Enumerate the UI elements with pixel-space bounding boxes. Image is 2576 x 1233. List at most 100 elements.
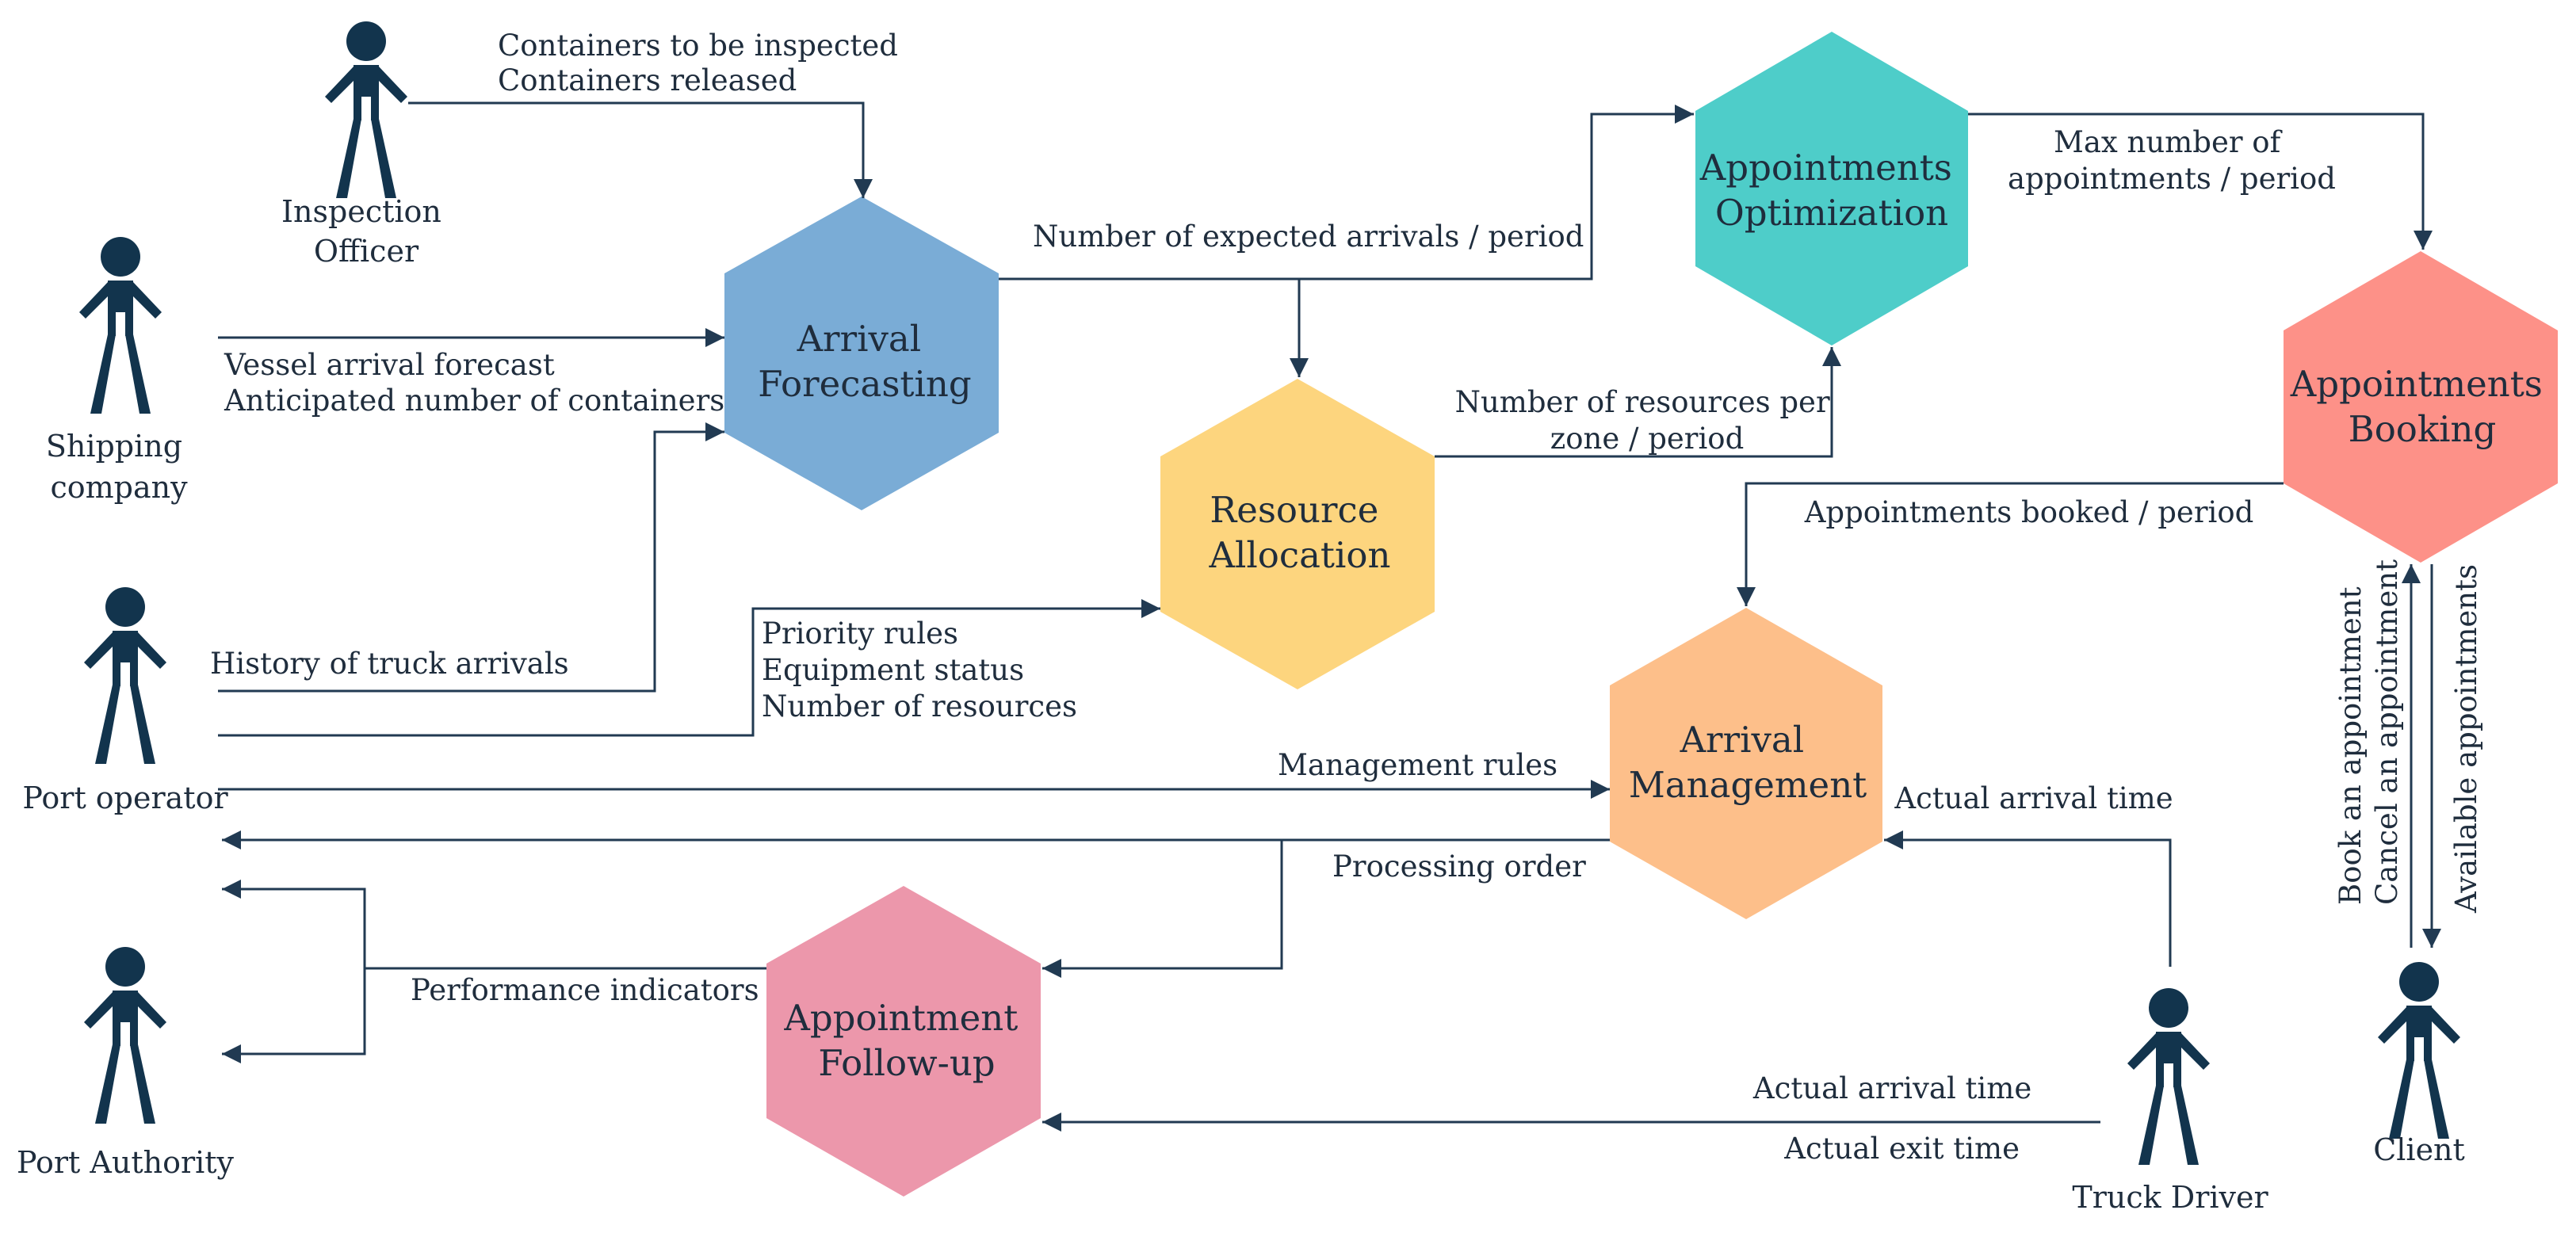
svg-text:Shipping company: Shipping company [46,429,192,505]
hexagon-appointments-optimization [1695,32,1968,345]
svg-text:History of truck arrivals: History of truck arrivals [210,647,569,681]
actor-label-inspection-officer-1: Inspection [281,194,441,229]
svg-text:Port Authority: Port Authority [17,1145,235,1180]
process-appointments-booking: Appointments Booking [2284,251,2558,563]
label-appointments-optimization-1: Appointments [1699,147,1952,189]
svg-text:Actual arrival time Actual: Actual arrival time Actual exit time [1752,1071,2041,1166]
arrow-resource-to-optimization [1435,347,1841,458]
actor-port-authority: Port Authority [17,947,235,1180]
svg-text:Actual arrival time: Actual arrival time [1894,781,2173,815]
person-icon [325,21,407,198]
flow-label-resources-per-zone-2: zone / period [1550,422,1745,456]
flow-label-processing-order: Processing order [1332,849,1586,884]
flow-label-history: History of truck arrivals [210,647,569,681]
svg-text:Number of expected arrivals /: Number of expected arrivals / period [1033,219,1584,254]
actor-shipping-company: Shipping company [46,237,192,505]
arrow-management-to-followup [1042,840,1283,978]
svg-text:Performance indicators: Performance indicators [411,973,759,1007]
arrow-booking-to-management [1737,482,2284,606]
svg-text:Book an appointment Cancel: Book an appointment Cancel an appointmen… [2333,559,2404,905]
hexagon-appointments-booking [2284,251,2558,563]
actor-port-operator: Port operator [22,587,228,815]
label-appointment-followup-2: Follow-up [818,1042,995,1084]
svg-text:Appointment Follow-up: Appointment Follow-up [783,997,1029,1084]
person-icon [79,237,162,414]
label-appointments-booking-2: Booking [2349,408,2497,450]
label-appointments-optimization-2: Optimization [1715,192,1948,234]
arrow-followup-to-authority [222,968,366,1063]
actor-label-port-authority: Port Authority [17,1145,235,1180]
person-icon [84,587,166,764]
process-appointment-followup: Appointment Follow-up [766,886,1041,1197]
process-appointments-optimization: Appointments Optimization [1695,32,1968,345]
hexagon-arrival-management [1610,608,1882,919]
actor-truck-driver: Truck Driver [2072,988,2268,1215]
svg-text:Available appointments: Available appointments [2449,564,2483,914]
flow-label-management-rules: Management rules [1278,748,1557,782]
flow-label-booking-to-client: Available appointments [2449,564,2483,914]
arrow-optimization-to-booking [1968,113,2433,250]
flow-label-expected-arrivals: Number of expected arrivals / period [1033,219,1584,254]
hexagon-arrival-forecasting [724,197,999,510]
label-appointment-followup-1: Appointment [783,997,1018,1039]
actor-client: Client [2373,962,2465,1167]
actor-label-truck-driver: Truck Driver [2072,1180,2268,1215]
label-appointments-booking-1: Appointments [2290,363,2543,405]
svg-text:Appointments Optimizatio: Appointments Optimization [1699,147,1963,234]
svg-text:Port operator: Port operator [22,781,228,815]
svg-text:Management rules: Management rules [1278,748,1557,782]
flow-label-actual-arrival-mgmt: Actual arrival time [1894,781,2173,815]
actor-label-shipping-company-2: company [50,470,188,505]
flow-label-client-to-booking-1: Book an appointment [2333,586,2368,905]
svg-text:Truck Driver: Truck Driver [2072,1180,2268,1215]
svg-text:Arrival Management: Arrival Management [1629,719,1867,806]
svg-text:Resource Allocation: Resource Allocation [1209,489,1391,576]
svg-text:Vessel arrival forecast An: Vessel arrival forecast Anticipated numb… [224,348,724,418]
flow-label-client-to-booking-2: Cancel an appointment [2370,559,2404,905]
hexagon-resource-allocation [1160,379,1435,689]
flow-label-operator-rules-1: Priority rules [762,616,958,651]
arrow-truck-to-management [1884,830,2172,967]
svg-text:Containers to be inspected: Containers to be inspected Containers re… [498,29,908,97]
person-icon [84,947,166,1124]
flow-label-operator-rules-3: Number of resources [762,689,1077,723]
arrow-forecasting-to-optimization [999,105,1694,281]
flow-label-truck-followup-2: Actual exit time [1783,1132,2020,1166]
svg-text:Inspection Officer: Inspection Officer [281,194,451,269]
flow-label-vessel-1: Vessel arrival forecast [224,348,555,382]
flow-label-resources-per-zone-1: Number of resources per [1455,385,1830,419]
process-resource-allocation: Resource Allocation [1160,379,1435,689]
svg-text:Client: Client [2373,1132,2465,1167]
actor-inspection-officer: Inspection Officer [281,21,451,269]
process-arrival-management: Arrival Management [1610,608,1882,919]
label-arrival-forecasting-1: Arrival [797,318,922,360]
arrow-inspection-to-forecasting [408,101,873,198]
label-arrival-management-2: Management [1629,764,1867,806]
svg-text:Arrival Forecasting: Arrival Forecasting [758,318,971,405]
svg-text:Appointments Booking: Appointments Booking [2290,363,2554,450]
arrow-operator-to-resource [218,599,1160,737]
hexagon-appointment-followup [766,886,1041,1197]
label-resource-allocation-1: Resource [1210,489,1378,531]
label-resource-allocation-2: Allocation [1209,534,1391,576]
actor-label-inspection-officer-2: Officer [314,234,419,269]
actor-label-client: Client [2373,1132,2465,1167]
svg-text:Appointments booked / period: Appointments booked / period [1804,495,2254,529]
svg-text:Number of resources per zo: Number of resources per zone / period [1455,385,1840,456]
svg-text:Priority rules Equipment s: Priority rules Equipment status Number o… [762,616,1077,723]
process-arrival-forecasting: Arrival Forecasting [724,197,999,510]
flow-label-max-appointments-2: appointments / period [2008,162,2336,196]
label-arrival-forecasting-2: Forecasting [758,363,971,405]
person-icon [2127,988,2210,1165]
flow-label-operator-rules-2: Equipment status [762,653,1024,687]
svg-text:Max number of appointments: Max number of appointments / period [2008,125,2336,196]
actor-label-port-operator: Port operator [22,781,228,815]
flow-label-truck-followup-1: Actual arrival time [1752,1071,2031,1105]
flow-label-performance: Performance indicators [411,973,759,1007]
arrow-history-to-forecasting [218,422,724,693]
flow-label-booked: Appointments booked / period [1804,495,2254,529]
flow-label-max-appointments-1: Max number of [2054,125,2283,159]
person-icon [2378,962,2460,1139]
flow-label-vessel-2: Anticipated number of containers [224,384,724,418]
